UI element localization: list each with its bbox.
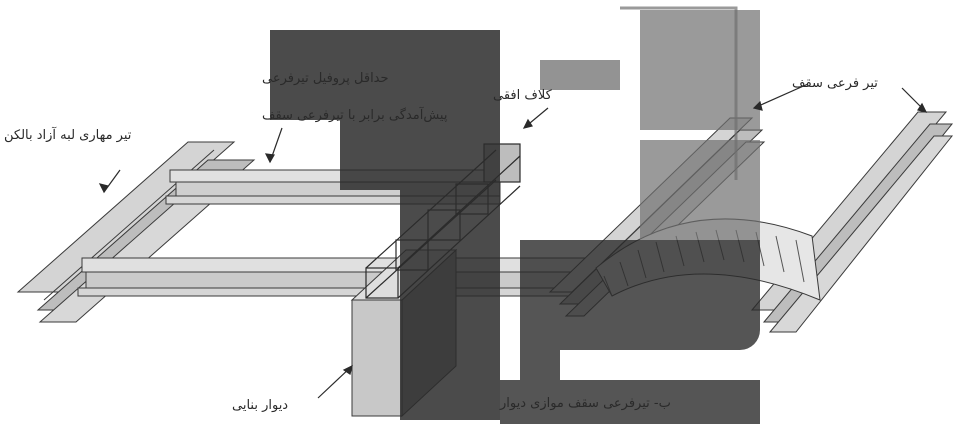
projection-label: پیش‌آمدگی برابر با تیرفرعی سقف: [262, 108, 448, 123]
leader-arrows: [98, 83, 928, 399]
watermark: [270, 6, 760, 424]
free-edge-tie-beam-label: تیر مهاری لبه آزاد بالکن: [4, 128, 132, 143]
masonry-wall-label: دیوار بنایی: [232, 398, 289, 413]
min-profile-label: حداقل پروفیل تیرفرعی: [262, 71, 389, 86]
figure-caption: ب- تیرفرعی سقف موازی دیوار: [500, 396, 671, 411]
roof-joist-right: [750, 111, 954, 333]
horizontal-tie-label: کلاف افقی: [493, 88, 552, 103]
roof-joist-label: تیر فرعی سقف: [792, 76, 878, 91]
